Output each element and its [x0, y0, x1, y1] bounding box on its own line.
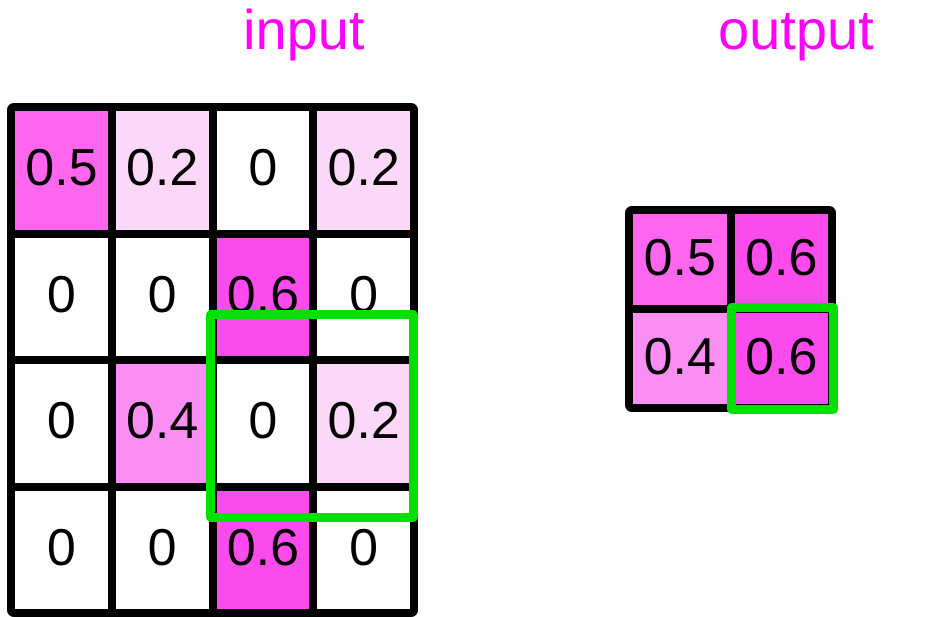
output-cell-r0c1: 0.6 [734, 214, 828, 305]
output-cell-value: 0.6 [745, 228, 818, 287]
input-title: input [243, 0, 365, 61]
input-cell-r3c0: 0 [15, 490, 108, 609]
input-cell-value: 0.2 [327, 139, 400, 198]
input-cell-value: 0.2 [327, 392, 400, 451]
input-cell-value: 0.6 [226, 518, 300, 577]
output-cell-r0c0: 0.5 [633, 214, 727, 305]
input-cell-r2c0: 0 [15, 364, 108, 483]
input-cell-r0c1: 0.2 [115, 111, 209, 230]
output-cell-value: 0.6 [745, 327, 818, 386]
input-cell-value: 0 [46, 265, 76, 324]
input-cell-r1c0: 0 [15, 237, 108, 356]
input-cell-r1c2: 0.6 [216, 237, 310, 356]
output-cell-value: 0.5 [643, 228, 716, 287]
input-cell-value: 0 [147, 518, 177, 577]
input-cell-value: 0.5 [25, 139, 98, 198]
input-cell-r3c1: 0 [115, 490, 209, 609]
input-cell-r2c2: 0 [216, 364, 310, 483]
input-cell-value: 0.2 [125, 139, 199, 198]
input-cell-value: 0 [349, 265, 379, 324]
output-matrix: 0.5 0.6 0.4 0.6 [625, 206, 836, 412]
input-cell-r2c1: 0.4 [115, 364, 209, 483]
input-cell-value: 0 [349, 518, 379, 577]
output-cell-r1c1: 0.6 [734, 313, 828, 404]
input-cell-r0c2: 0 [216, 111, 310, 230]
input-cell-value: 0 [248, 392, 278, 451]
output-cell-r1c0: 0.4 [633, 313, 727, 404]
input-cell-value: 0 [248, 139, 278, 198]
input-cell-r0c0: 0.5 [15, 111, 108, 230]
input-cell-r0c3: 0.2 [317, 111, 410, 230]
input-cell-r3c2: 0.6 [216, 490, 310, 609]
input-cell-r2c3: 0.2 [317, 364, 410, 483]
input-cell-r1c1: 0 [115, 237, 209, 356]
input-cell-r3c3: 0 [317, 490, 410, 609]
input-cell-value: 0.6 [226, 265, 300, 324]
input-cell-value: 0 [46, 392, 76, 451]
output-cell-value: 0.4 [643, 327, 716, 386]
input-cell-value: 0 [147, 265, 177, 324]
input-cell-value: 0 [46, 518, 76, 577]
input-cell-r1c3: 0 [317, 237, 410, 356]
input-matrix: 0.5 0.2 0 0.2 0 0 0.6 0 0 0.4 0 0.2 0 0 … [7, 103, 418, 617]
output-title: output [718, 0, 874, 61]
input-cell-value: 0.4 [125, 392, 199, 451]
